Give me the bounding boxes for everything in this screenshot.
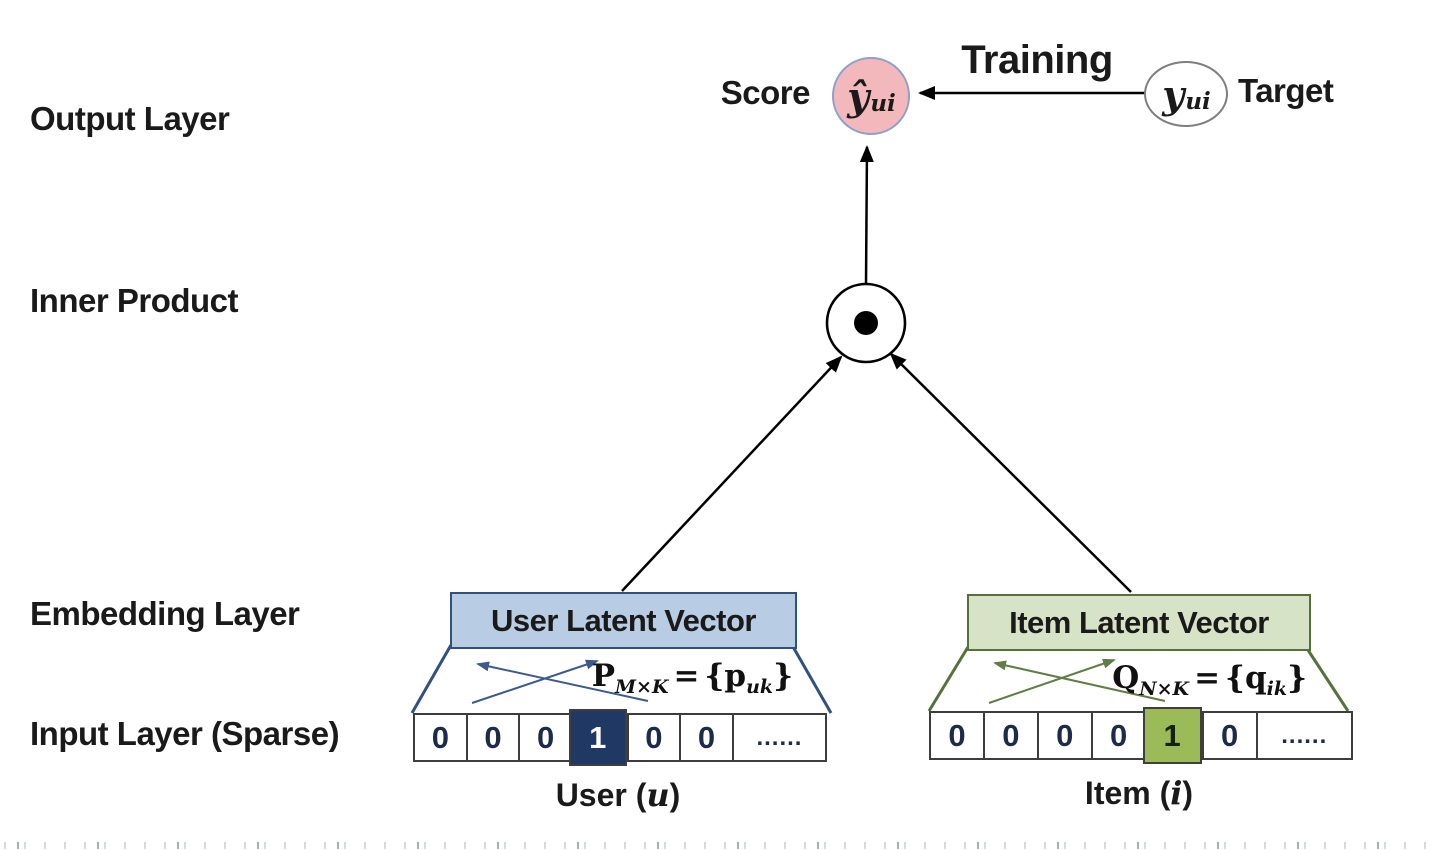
item-vector-subscript: ik [1266, 678, 1288, 701]
close-brace: } [773, 658, 793, 694]
input-cell: 0 [518, 715, 571, 760]
item-to-dot-arrow [889, 352, 1132, 593]
equals-sign: = [1194, 660, 1221, 696]
item-trapezoid-left-edge [927, 646, 970, 712]
user-input-label: User (u) [555, 776, 681, 814]
input-cell: 0 [982, 713, 1037, 758]
target-label: Target [1238, 72, 1334, 109]
input-cell: 0 [465, 715, 519, 760]
item-embedding-formula: QN×K={qik} [1112, 660, 1307, 699]
user-trapezoid-left-edge [410, 644, 453, 714]
item-vector-symbol: q [1244, 660, 1267, 696]
target-symbol: y [1162, 71, 1185, 117]
user-latent-vector-title: User Latent Vector [491, 602, 756, 638]
score-arrow [859, 145, 874, 284]
input-cell-ellipsis: ...... [731, 715, 825, 760]
input-cell: 0 [1036, 713, 1091, 758]
item-variable: i [1170, 774, 1183, 812]
bottom-tick-ruler [0, 842, 1436, 849]
input-cell-ellipsis: ...... [1255, 713, 1351, 758]
user-input-row: 0 0 0 1 0 0 ...... [413, 709, 827, 766]
input-cell: 0 [431, 719, 449, 755]
training-label: Training [961, 38, 1113, 82]
user-trapezoid-right-edge [790, 644, 833, 714]
user-lookup-arrow-1 [471, 659, 599, 704]
input-cell: 0 [679, 715, 732, 760]
item-matrix-symbol: Q [1112, 660, 1140, 696]
score-label: Score [720, 74, 811, 111]
user-variable: u [646, 776, 670, 814]
input-cell: 0 [1201, 713, 1256, 758]
output-layer-label: Output Layer [30, 100, 230, 137]
embedding-layer-label: Embedding Layer [30, 595, 300, 632]
input-layer-label: Input Layer (Sparse) [30, 715, 340, 752]
item-trapezoid-right-edge [1304, 646, 1350, 712]
inner-product-node [825, 282, 907, 364]
input-cell: 0 [626, 715, 680, 760]
inner-product-label: Inner Product [30, 282, 239, 319]
user-vector-subscript: uk [746, 676, 774, 699]
user-matrix-symbol: P [591, 658, 615, 694]
input-cell: 0 [1090, 713, 1145, 758]
close-brace: } [1287, 660, 1307, 696]
item-lookup-arrow-1 [988, 658, 1116, 704]
item-matrix-subscript: N×K [1139, 678, 1190, 701]
user-lookup-arrow-2 [476, 661, 649, 702]
open-brace: { [704, 658, 725, 694]
item-latent-vector-title: Item Latent Vector [1009, 604, 1269, 640]
user-latent-vector-box: User Latent Vector [450, 592, 797, 649]
user-hot-input-cell: 1 [568, 709, 627, 766]
user-embedding-formula: PM×K={puk} [591, 658, 793, 697]
item-input-label: Item (i) [1084, 774, 1194, 812]
item-latent-vector-box: Item Latent Vector [967, 594, 1311, 651]
score-symbol: ŷ [847, 73, 870, 119]
item-input-row: 0 0 0 0 1 0 ...... [929, 707, 1353, 764]
user-vector-symbol: p [724, 658, 747, 694]
item-hot-input-cell: 1 [1142, 707, 1202, 764]
dot-product-icon [854, 311, 878, 335]
equals-sign: = [673, 658, 700, 694]
input-cell: 0 [948, 717, 966, 753]
user-matrix-subscript: M×K [615, 676, 669, 699]
item-lookup-arrow-2 [993, 660, 1166, 702]
user-to-dot-arrow [621, 355, 843, 592]
open-brace: { [1225, 660, 1245, 696]
